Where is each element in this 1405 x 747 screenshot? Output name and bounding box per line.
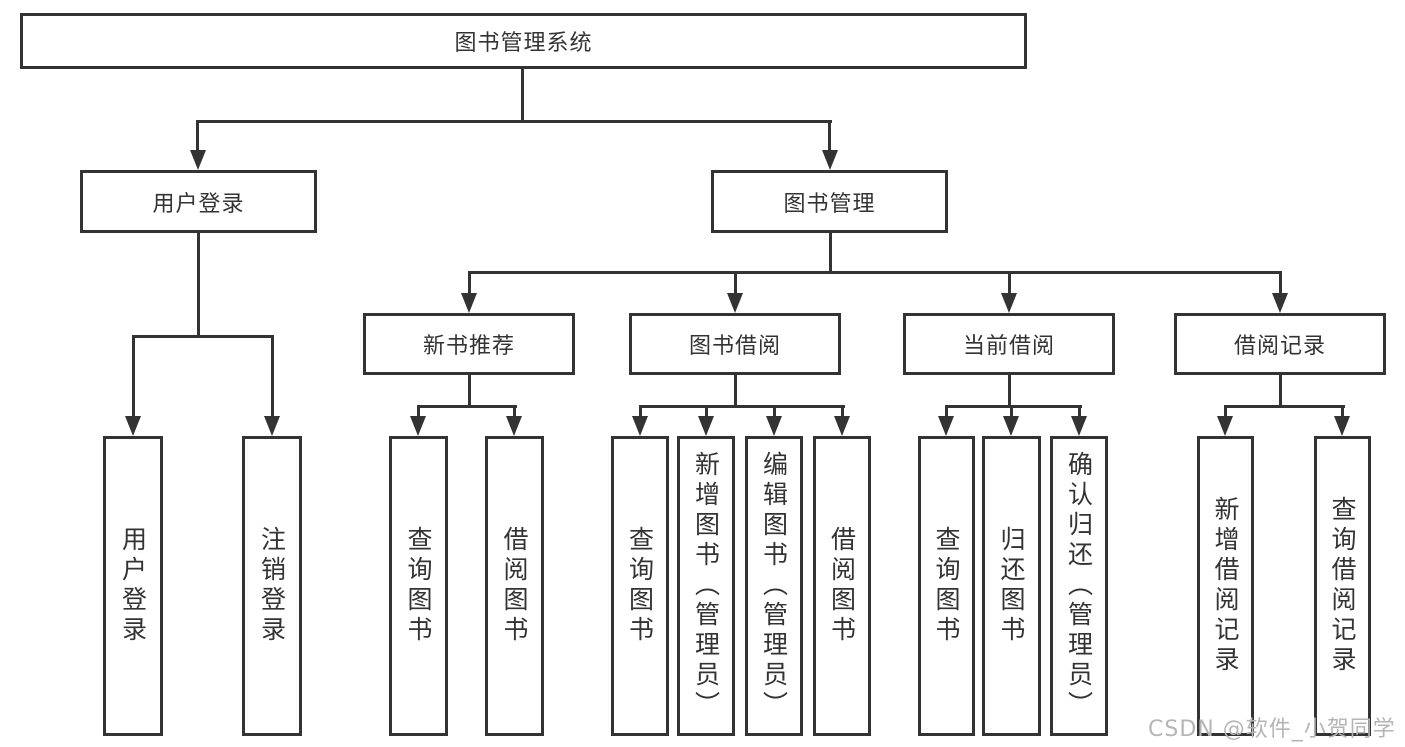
arrowhead-user-login bbox=[190, 150, 206, 170]
connector-drop-book-borrow bbox=[734, 271, 737, 297]
leaf-borrow-books-2: 借阅图书 bbox=[813, 436, 871, 736]
leaf-query-books-2: 查询图书 bbox=[611, 436, 669, 736]
arrowhead-borrow-records bbox=[1272, 293, 1288, 313]
arrowhead-book-borrow bbox=[727, 293, 743, 313]
arrowhead-add-borrow-record bbox=[1217, 416, 1233, 436]
arrowhead-query-books-2 bbox=[632, 416, 648, 436]
connector-current-borrow-split bbox=[945, 405, 1082, 408]
connector-drop-leaf-user-login bbox=[132, 335, 135, 418]
connector-drop-book-management bbox=[828, 120, 831, 154]
connector-drop-current-borrow bbox=[1008, 271, 1011, 297]
connector-book-management-stem bbox=[829, 233, 832, 273]
connector-drop-add-borrow-record bbox=[1224, 405, 1227, 419]
leaf-logout: 注销登录 bbox=[242, 436, 302, 736]
arrowhead-query-borrow-record bbox=[1334, 416, 1350, 436]
connector-user-login-stem bbox=[197, 233, 200, 337]
node-current-borrow: 当前借阅 bbox=[903, 313, 1115, 375]
connector-new-book-recommend-stem bbox=[468, 375, 471, 408]
node-root: 图书管理系统 bbox=[20, 13, 1027, 69]
connector-book-borrow-split bbox=[639, 405, 845, 408]
connector-borrow-records-stem bbox=[1279, 375, 1282, 408]
arrowhead-confirm-return bbox=[1071, 416, 1087, 436]
connector-drop-new-book-recommend bbox=[468, 271, 471, 297]
node-new-book-recommend: 新书推荐 bbox=[363, 313, 575, 375]
node-book-management: 图书管理 bbox=[711, 170, 948, 233]
connector-drop-query-borrow-record bbox=[1341, 405, 1344, 419]
arrowhead-current-borrow bbox=[1001, 293, 1017, 313]
arrowhead-leaf-user-login bbox=[125, 416, 141, 436]
connector-drop-edit-book bbox=[773, 405, 776, 419]
node-borrow-records: 借阅记录 bbox=[1174, 313, 1386, 375]
leaf-add-book-admin: 新增图书（管理员） bbox=[677, 436, 735, 736]
connector-drop-query-books-3 bbox=[945, 405, 948, 419]
connector-book-borrow-stem bbox=[734, 375, 737, 408]
leaf-query-books-1: 查询图书 bbox=[389, 436, 448, 736]
arrowhead-return-book bbox=[1003, 416, 1019, 436]
connector-drop-leaf-logout bbox=[271, 335, 274, 418]
leaf-return-book: 归还图书 bbox=[982, 436, 1041, 736]
leaf-edit-book-admin: 编辑图书（管理员） bbox=[745, 436, 803, 736]
leaf-query-borrow-record: 查询借阅记录 bbox=[1314, 436, 1371, 736]
arrowhead-edit-book bbox=[766, 416, 782, 436]
connector-new-book-recommend-split bbox=[417, 405, 517, 408]
leaf-user-login: 用户登录 bbox=[103, 436, 163, 736]
connector-drop-add-book bbox=[705, 405, 708, 419]
arrowhead-book-management bbox=[822, 150, 838, 170]
leaf-confirm-return-admin: 确认归还（管理员） bbox=[1050, 436, 1108, 736]
arrowhead-query-books-3 bbox=[938, 416, 954, 436]
csdn-watermark: CSDN @软件_小贺同学 bbox=[1148, 717, 1396, 742]
connector-root-split bbox=[197, 120, 832, 123]
connector-drop-confirm-return bbox=[1078, 405, 1081, 419]
arrowhead-query-books-1 bbox=[410, 416, 426, 436]
node-user-login: 用户登录 bbox=[80, 170, 317, 233]
connector-drop-borrow-books-1 bbox=[513, 405, 516, 419]
connector-user-login-split bbox=[132, 335, 273, 338]
connector-current-borrow-stem bbox=[1008, 375, 1011, 408]
connector-drop-query-books-1 bbox=[417, 405, 420, 419]
leaf-add-borrow-record: 新增借阅记录 bbox=[1197, 436, 1254, 736]
arrowhead-new-book-recommend bbox=[461, 293, 477, 313]
arrowhead-borrow-books-1 bbox=[506, 416, 522, 436]
connector-drop-borrow-books-2 bbox=[841, 405, 844, 419]
connector-borrow-records-split bbox=[1224, 405, 1345, 408]
arrowhead-borrow-books-2 bbox=[834, 416, 850, 436]
connector-drop-query-books-2 bbox=[639, 405, 642, 419]
arrowhead-leaf-logout bbox=[264, 416, 280, 436]
leaf-query-books-3: 查询图书 bbox=[918, 436, 975, 736]
connector-root-stem bbox=[521, 68, 524, 122]
arrowhead-add-book bbox=[698, 416, 714, 436]
connector-book-management-split bbox=[468, 271, 1281, 274]
leaf-borrow-books-1: 借阅图书 bbox=[485, 436, 544, 736]
node-book-borrow: 图书借阅 bbox=[629, 313, 841, 375]
connector-drop-user-login bbox=[196, 120, 199, 154]
connector-drop-borrow-records bbox=[1279, 271, 1282, 297]
connector-drop-return-book bbox=[1010, 405, 1013, 419]
